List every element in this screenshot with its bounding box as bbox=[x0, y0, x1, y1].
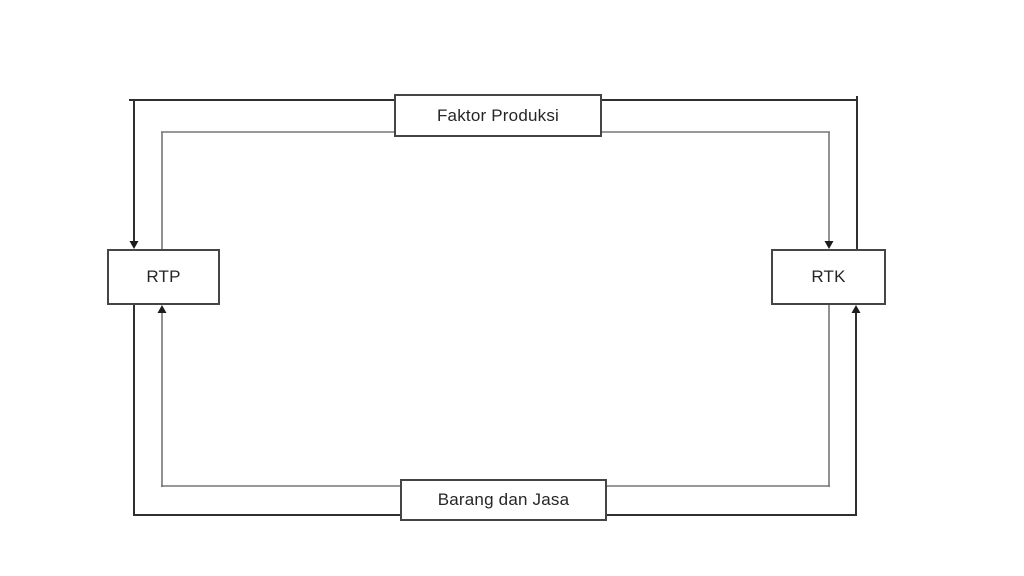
box-barang-dan-jasa: Barang dan Jasa bbox=[400, 479, 607, 521]
connector-rtk-to-rtp-bottom-inner bbox=[157, 305, 830, 487]
box-rtp-label: RTP bbox=[146, 267, 181, 286]
arrowhead-into-rtp-top bbox=[129, 241, 139, 249]
arrowhead-into-rtp-bottom bbox=[157, 305, 167, 313]
connector-rtp-to-rtk-top-inner bbox=[161, 131, 834, 249]
arrowhead-into-rtk-bottom bbox=[851, 305, 861, 313]
box-faktor-produksi: Faktor Produksi bbox=[394, 94, 602, 137]
box-rtk: RTK bbox=[771, 249, 886, 305]
box-rtp: RTP bbox=[107, 249, 220, 305]
box-rtk-label: RTK bbox=[811, 267, 846, 286]
box-faktor-produksi-label: Faktor Produksi bbox=[436, 105, 560, 125]
arrowhead-into-rtk-top bbox=[824, 241, 834, 249]
box-barang-dan-jasa-label: Barang dan Jasa bbox=[437, 490, 570, 509]
